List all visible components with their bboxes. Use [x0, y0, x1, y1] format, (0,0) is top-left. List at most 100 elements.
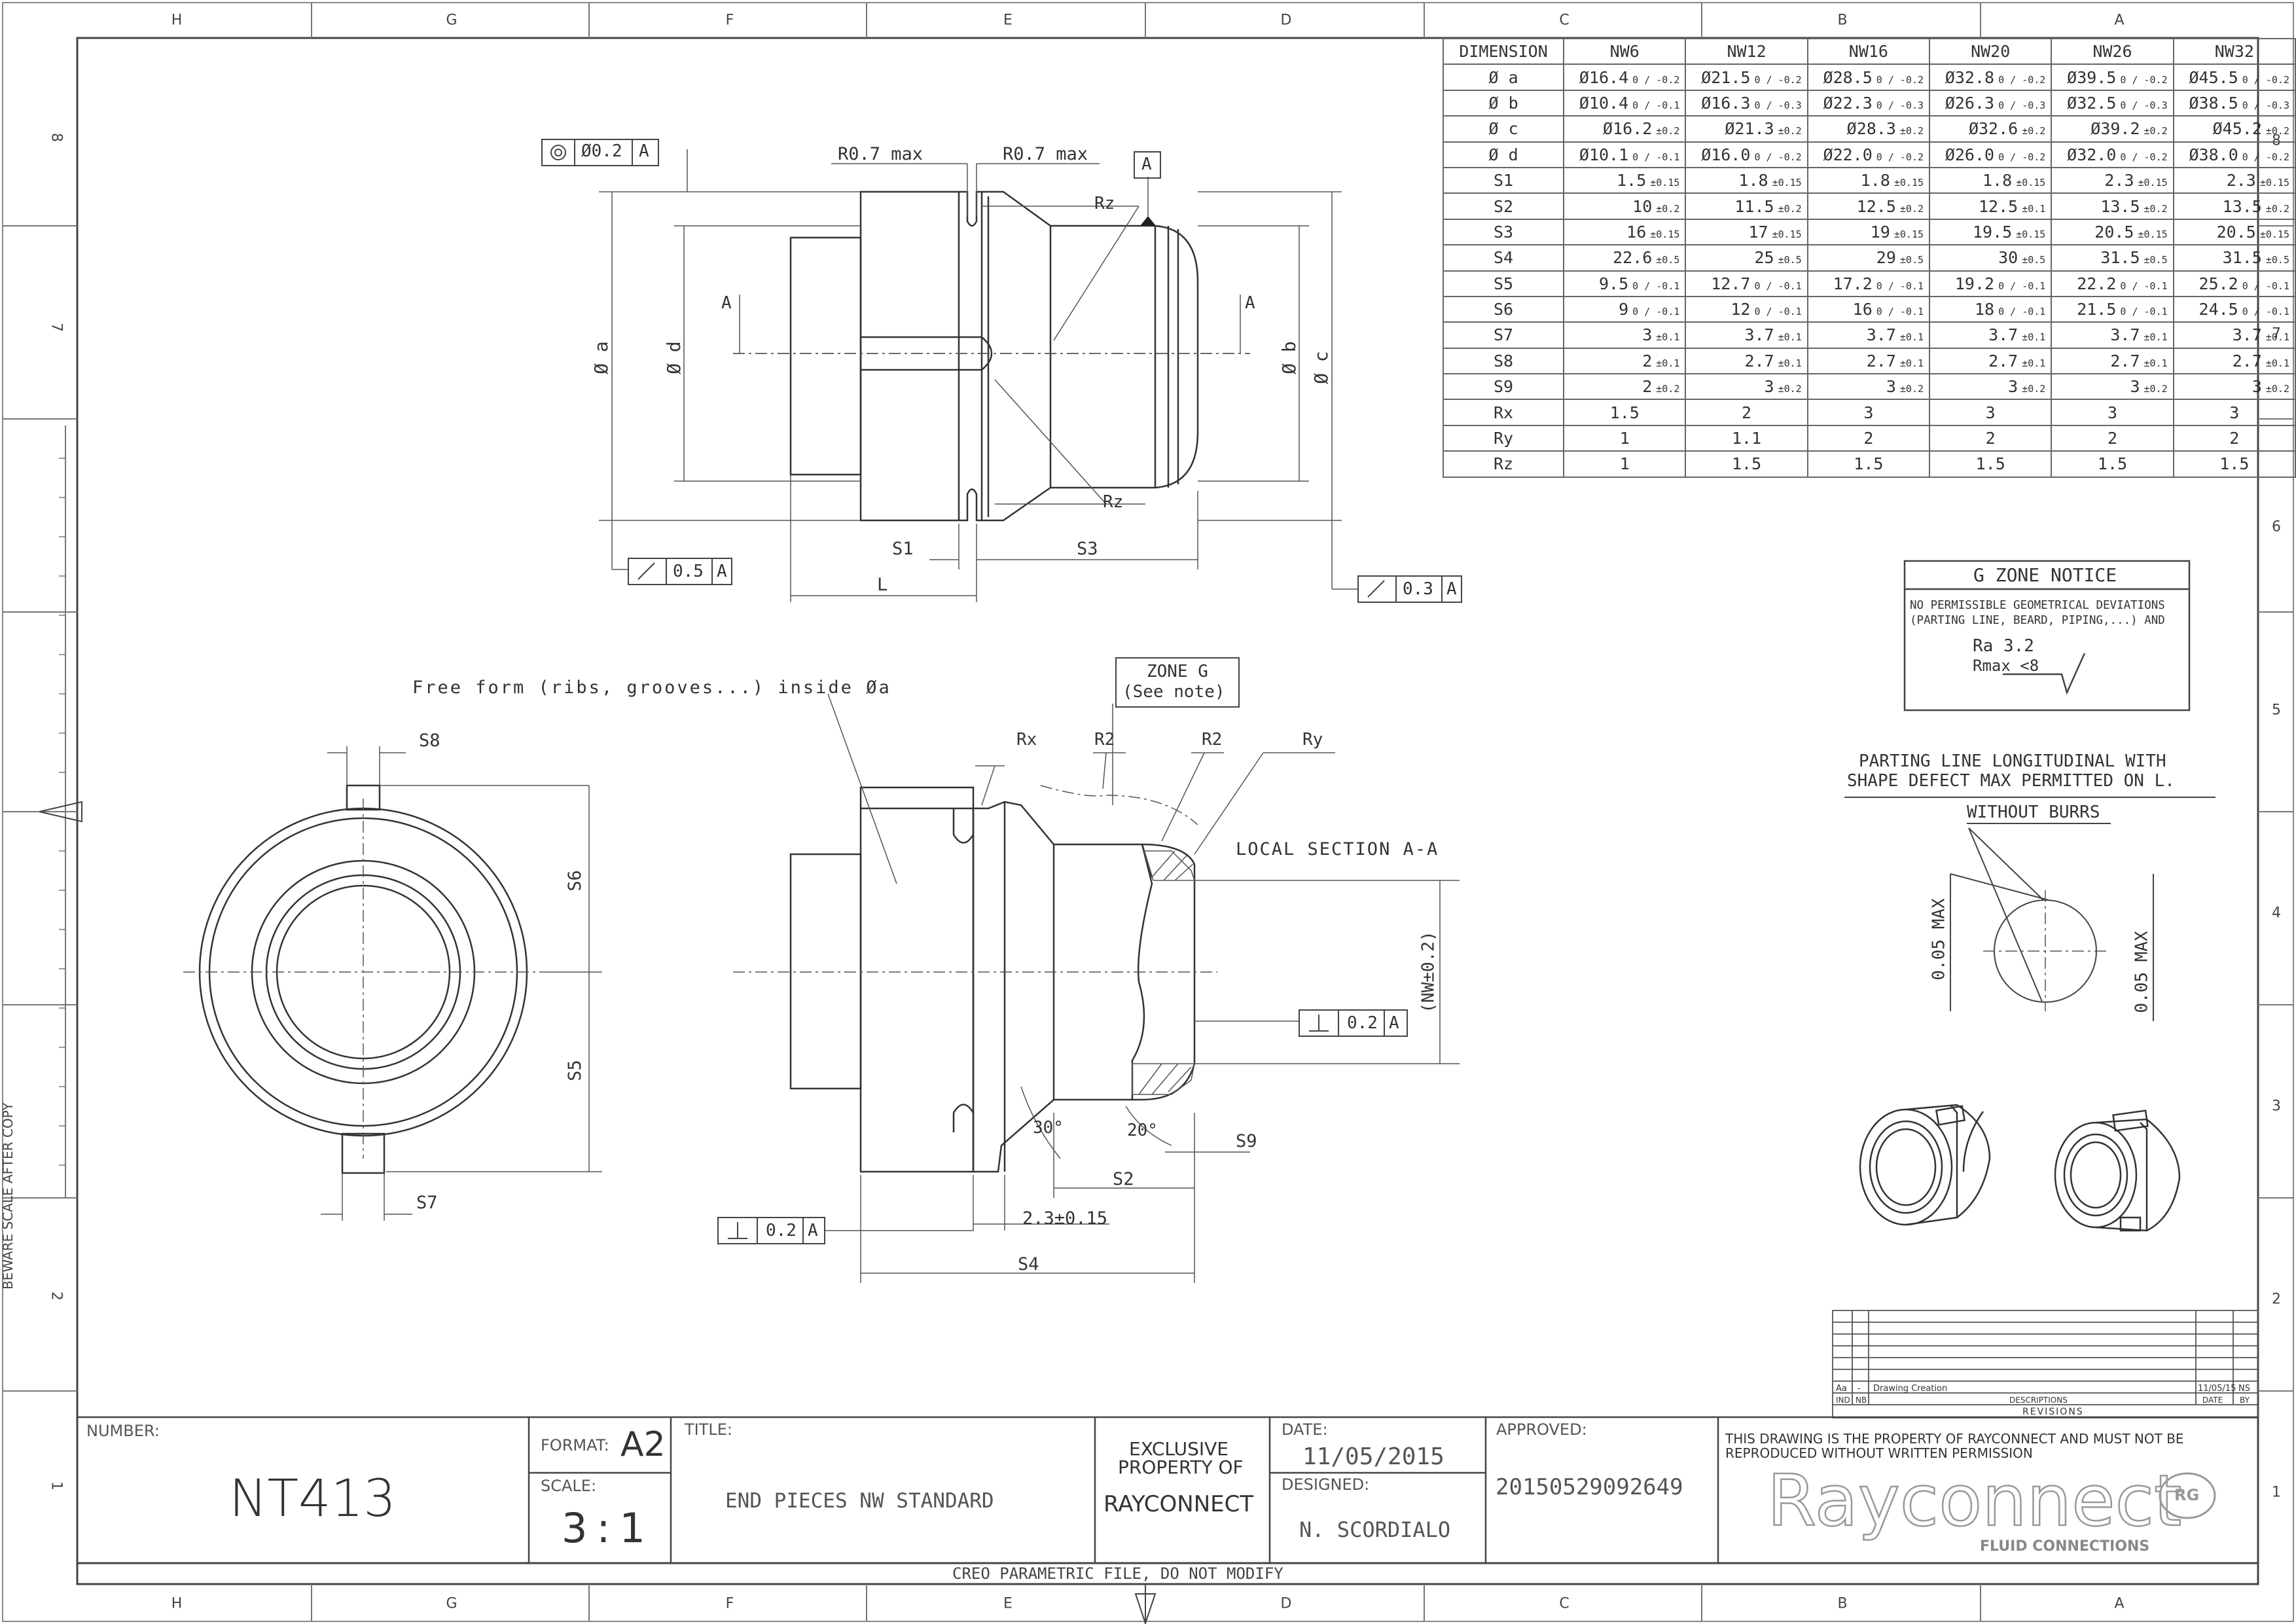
zone-label-side: 1	[48, 1481, 65, 1490]
dimension-value-cell: 13.5±0.2	[2172, 192, 2296, 220]
dimension-tolerance: ±0.2	[2022, 383, 2046, 395]
date-label: DATE:	[1282, 1420, 1328, 1439]
dimension-value-cell: 2	[1685, 399, 1808, 426]
dimension-tolerance: ±0.5	[2022, 254, 2046, 266]
zone-label-top: F	[725, 12, 734, 29]
dimension-value: 22.2	[2077, 274, 2117, 293]
dimension-value-cell: 2.7±0.1	[1685, 347, 1808, 375]
dimension-label: S8	[1442, 347, 1565, 375]
g-zone-rmax: Rmax <8	[1973, 657, 2039, 675]
exclusive-line3: RAYCONNECT	[1103, 1491, 1254, 1517]
dimension-value-cell: 17±0.15	[1685, 218, 1808, 246]
free-form-note: Free form (ribs, grooves...) inside Øa	[412, 677, 891, 698]
dimension-tolerance: ±0.2	[1899, 125, 1924, 137]
dimension-value-cell: 1.5	[1563, 399, 1687, 426]
section-mark-right: A	[1245, 293, 1255, 313]
dimension-value: 1.5	[2097, 454, 2128, 474]
dimension-tolerance: 0 / -0.1	[1998, 306, 2046, 318]
dimension-tolerance: ±0.1	[1778, 331, 1802, 344]
zone-label-side: 7	[48, 323, 65, 332]
dimension-value-cell: 3±0.1	[1563, 321, 1687, 349]
zone-label-side: 2	[48, 1291, 65, 1301]
dimension-value: 3	[1863, 403, 1874, 422]
dimension-value: 1	[1619, 454, 1630, 474]
dimension-value-cell: 1.5	[2172, 450, 2296, 478]
dimension-value: 2.7	[1866, 351, 1896, 370]
s7-label: S7	[416, 1193, 438, 1213]
dimension-value-cell: 3	[2172, 399, 2296, 426]
dimension-value-cell: 2±0.2	[1563, 373, 1687, 401]
dimension-table-header-cell: NW26	[2051, 37, 2174, 65]
dimension-value: Ø16.3	[1701, 93, 1751, 113]
dimension-label: S7	[1442, 321, 1565, 349]
rev-by: NS	[2238, 1384, 2250, 1394]
dimension-value-cell: 3.7±0.1	[1806, 321, 1931, 349]
dimension-value-cell: 1.5	[1685, 450, 1808, 478]
dimension-tolerance: ±0.5	[1778, 254, 1802, 266]
dimension-value: 1.5	[1975, 454, 2005, 474]
s6-label: S6	[564, 870, 585, 892]
dimension-value: Ø45.5	[2189, 67, 2238, 87]
dimension-tolerance: 0 / -0.2	[1754, 73, 1802, 86]
dimension-value-cell: 20.5±0.15	[2172, 218, 2296, 246]
revisions-title: REVISIONS	[2022, 1407, 2084, 1417]
dimension-value: 2.3	[2104, 171, 2134, 190]
dimension-tolerance: 0 / -0.2	[2242, 151, 2289, 163]
dimension-value-cell: 2.7±0.1	[1806, 347, 1931, 375]
s9-label: S9	[1236, 1131, 1257, 1151]
dimension-value-cell: 2.7±0.1	[2051, 347, 2174, 375]
approved-value: 20150529092649	[1496, 1474, 1683, 1500]
scale-label: SCALE:	[541, 1477, 597, 1495]
dimension-value: 1.5	[1854, 454, 1884, 474]
dimension-value: 3	[2130, 377, 2140, 397]
g-zone-ra: Ra 3.2	[1973, 636, 2034, 656]
dimension-label: S1	[1442, 166, 1565, 194]
dimension-value: 29	[1876, 248, 1896, 268]
dimension-tolerance: 0 / -0.1	[2242, 306, 2289, 318]
l-label: L	[877, 575, 888, 595]
dimension-tolerance: 0 / -0.1	[1998, 280, 2046, 292]
dimension-value: Ø38.0	[2189, 145, 2238, 164]
rev-ind: Aa	[1836, 1384, 1847, 1394]
property-line2: REPRODUCED WITHOUT WRITTEN PERMISSION	[1725, 1445, 2033, 1461]
dimension-label: Rx	[1442, 399, 1565, 426]
dimension-value: 3	[2107, 403, 2118, 422]
dimension-value: 3.7	[2232, 325, 2262, 345]
dimension-value: Ø16.0	[1701, 145, 1751, 164]
dimension-value-cell: 12.5±0.2	[1806, 192, 1931, 220]
dimension-tolerance: 0 / -0.1	[2120, 280, 2168, 292]
concentricity-tolerance: Ø0.2	[581, 141, 622, 161]
dimension-value-cell: 2.7±0.1	[2172, 347, 2296, 375]
zone-label-bottom: A	[2114, 1595, 2125, 1612]
rev-header-by: BY	[2240, 1396, 2250, 1405]
perp-right-value: 0.2	[1347, 1013, 1378, 1033]
dimension-value: 2	[1985, 429, 1996, 448]
dimension-value: 2	[2229, 429, 2240, 448]
top-view-geometry	[789, 190, 1199, 522]
parting-line1: PARTING LINE LONGITUDINAL WITH	[1859, 751, 2166, 771]
dimension-value: 21.5	[2077, 300, 2117, 319]
dimension-tolerance: 0 / -0.2	[1998, 73, 2046, 86]
zone-label-bottom: G	[446, 1595, 457, 1612]
dimension-value: 19.2	[1954, 274, 1995, 293]
rev-header-desc: DESCRIPTIONS	[2009, 1396, 2068, 1405]
zone-label-bottom: D	[1280, 1595, 1292, 1612]
dimension-value: 31.5	[2100, 248, 2140, 268]
dimension-tolerance: ±0.1	[2144, 331, 2168, 344]
drawing-number: NT413	[229, 1470, 396, 1528]
dimension-tolerance: ±0.1	[1656, 357, 1680, 369]
dimension-value-cell: 2±0.1	[1563, 347, 1687, 375]
exclusive-line1: EXCLUSIVE	[1129, 1438, 1229, 1460]
dimension-tolerance: 0 / -0.1	[1632, 151, 1680, 163]
angle-20-label: 20°	[1127, 1121, 1158, 1140]
dimension-value-cell: 2.3±0.15	[2172, 166, 2296, 194]
